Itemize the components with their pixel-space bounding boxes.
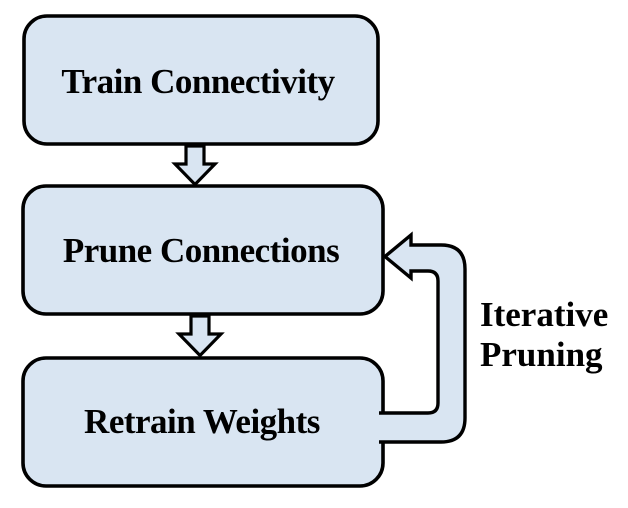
node-train-connectivity: [22, 14, 380, 146]
loop-label-line2: Pruning: [480, 335, 603, 374]
down-arrow-icon: [175, 314, 225, 358]
node-label-train-connectivity: Train Connectivity: [61, 62, 335, 101]
loop-label-line1: Iterative: [480, 295, 608, 334]
feedback-loop-arrow-outline: [379, 231, 467, 444]
node-prune-connections: [21, 184, 385, 316]
down-arrow-icon: [171, 144, 219, 187]
node-label-prune-connections: Prune Connections: [63, 231, 339, 270]
node-label-retrain-weights: Retrain Weights: [84, 402, 320, 441]
feedback-loop-arrow: [379, 235, 465, 442]
